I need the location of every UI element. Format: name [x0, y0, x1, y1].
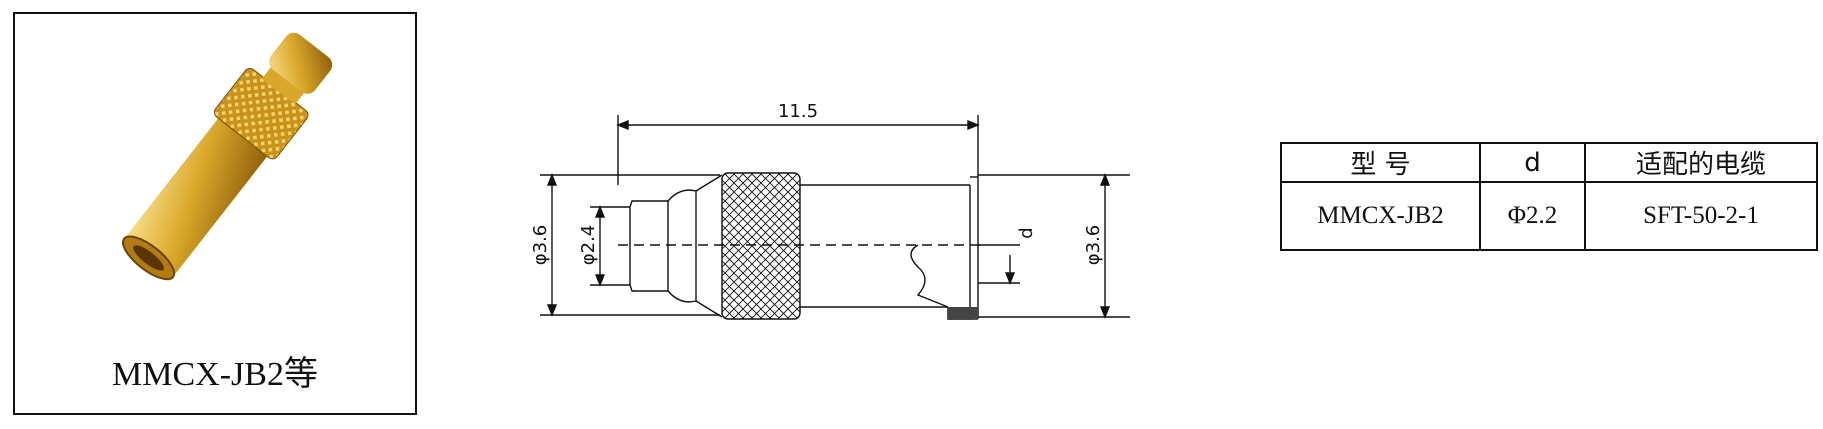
spec-table: 型 号 d 适配的电缆 MMCX-JB2 Φ2.2 SFT-50-2-1	[1280, 142, 1818, 251]
connector-photo	[122, 32, 333, 281]
cutaway-curve	[910, 244, 949, 308]
cell-d: Φ2.2	[1479, 181, 1586, 251]
table-row: MMCX-JB2 Φ2.2 SFT-50-2-1	[1280, 181, 1818, 251]
dim-inner-label: φ2.4	[578, 225, 599, 266]
cell-cable: SFT-50-2-1	[1584, 181, 1818, 251]
technical-drawing: 11.5 φ3.6 φ2.4 d φ3.6	[530, 101, 1130, 320]
dim-d-label: d	[1016, 227, 1037, 238]
arrow-length-right	[967, 119, 980, 131]
photo-caption: MMCX-JB2等	[112, 356, 318, 393]
knurl-outline	[721, 172, 801, 320]
tip-outline	[629, 200, 669, 292]
dim-length-label: 11.5	[778, 101, 818, 122]
product-photo-panel: MMCX-JB2等	[13, 12, 417, 415]
header-cable: 适配的电缆	[1584, 142, 1818, 183]
dim-outer-right-label: φ3.6	[1083, 225, 1104, 266]
flange-section	[948, 307, 978, 319]
dim-outer-left-label: φ3.6	[530, 225, 551, 266]
header-d: d	[1479, 142, 1586, 183]
knurl-hatch	[722, 173, 800, 319]
groove-outline	[667, 189, 697, 303]
table-header-row: 型 号 d 适配的电缆	[1280, 142, 1818, 183]
arrow-length-left	[616, 119, 629, 131]
header-model: 型 号	[1280, 142, 1481, 183]
cell-model: MMCX-JB2	[1280, 181, 1481, 251]
